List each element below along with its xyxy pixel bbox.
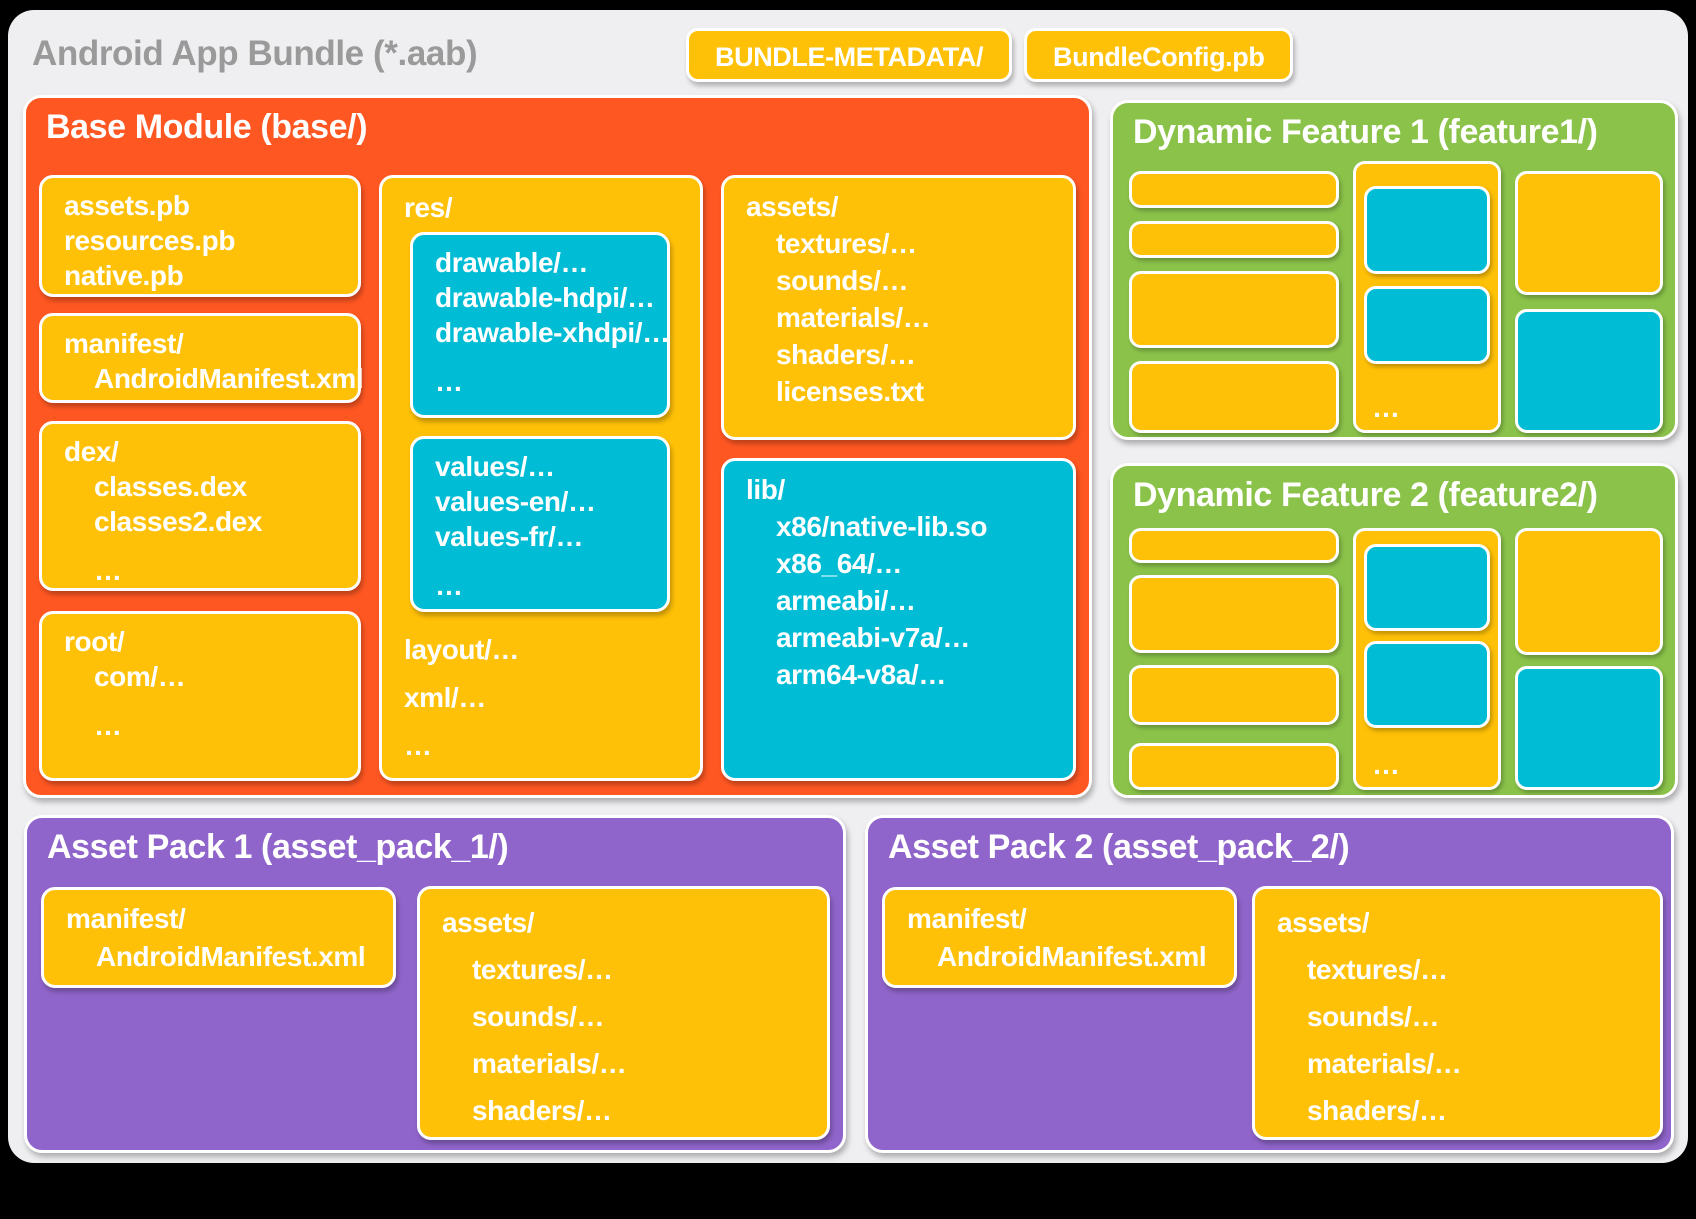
feature2-mini-box [1129,575,1339,653]
dir-arm64-v8a: arm64-v8a/… [776,659,946,690]
feature1-res-mini-box: … [1353,161,1501,433]
base-module-section: Base Module (base/) assets.pb resources.… [23,95,1092,798]
asset-pack-2-section: Asset Pack 2 (asset_pack_2/) manifest/ A… [865,815,1674,1153]
base-root-box: root/ com/… … [39,611,361,781]
dir-values: values/… [435,451,555,482]
feature2-mini-box [1515,528,1663,655]
base-module-title: Base Module (base/) [46,108,368,146]
dir-manifest: manifest/ [64,328,184,359]
dir-assets: assets/ [1277,907,1370,938]
feature1-mini-box [1129,271,1339,348]
dir-drawable-xhdpi: drawable-xhdpi/… [435,317,670,348]
file-classes-dex: classes.dex [94,471,247,502]
dir-armeabi: armeabi/… [776,585,916,616]
dynamic-feature-1-section: Dynamic Feature 1 (feature1/) … [1110,100,1678,440]
file-classes2-dex: classes2.dex [94,506,263,537]
res-drawable-box: drawable/… drawable-hdpi/… drawable-xhdp… [410,232,670,418]
feature2-mini-sub-box [1364,544,1490,631]
dir-textures: textures/… [472,954,613,985]
res-extra-dirs: layout/… xml/… … [404,626,519,770]
dir-shaders: shaders/… [776,339,916,370]
feature2-ellipsis: … [1372,749,1400,780]
dir-values-en: values-en/… [435,486,596,517]
asset-pack-1-manifest-box: manifest/ AndroidManifest.xml [41,887,396,988]
dir-sounds: sounds/… [1307,1001,1440,1032]
dir-sounds: sounds/… [472,1001,605,1032]
asset-pack-1-section: Asset Pack 1 (asset_pack_1/) manifest/ A… [24,815,846,1153]
res-values-box: values/… values-en/… values-fr/… … [410,436,670,612]
dir-shaders: shaders/… [472,1095,612,1126]
dir-com: com/… [94,661,186,692]
feature2-mini-box [1129,665,1339,725]
dir-root: root/ [64,626,125,657]
file-native-pb: native.pb [64,260,184,291]
asset-pack-2-assets-box: assets/ textures/… sounds/… materials/… … [1252,886,1663,1140]
res-ellipsis: … [404,730,432,761]
asset-pack-1-title: Asset Pack 1 (asset_pack_1/) [47,828,509,866]
dir-sounds: sounds/… [776,265,909,296]
feature1-ellipsis: … [1372,392,1400,423]
dir-x86-64: x86_64/… [776,548,903,579]
file-android-manifest: AndroidManifest.xml [96,941,366,972]
dir-assets: assets/ [442,907,535,938]
dir-drawable: drawable/… [435,247,589,278]
dir-materials: materials/… [472,1048,627,1079]
file-android-manifest: AndroidManifest.xml [94,363,364,394]
base-res-box: res/ drawable/… drawable-hdpi/… drawable… [379,175,703,781]
diagram-title: Android App Bundle (*.aab) [32,34,478,73]
feature1-mini-box [1515,171,1663,295]
base-lib-box: lib/ x86/native-lib.so x86_64/… armeabi/… [721,458,1076,781]
dir-textures: textures/… [1307,954,1448,985]
feature2-mini-box [1129,743,1339,790]
file-assets-pb: assets.pb [64,190,190,221]
feature2-mini-box [1129,528,1339,563]
dir-manifest: manifest/ [907,903,1027,934]
feature1-mini-box [1129,171,1339,208]
dir-xml: xml/… [404,682,487,713]
root-ellipsis: … [94,710,122,741]
bundle-metadata-chip: BUNDLE-METADATA/ [686,28,1013,82]
dir-res: res/ [404,192,453,223]
feature1-mini-box [1129,221,1339,258]
feature2-mini-box [1515,666,1663,790]
dynamic-feature-2-section: Dynamic Feature 2 (feature2/) … [1110,463,1678,798]
values-ellipsis: … [435,570,463,601]
dir-values-fr: values-fr/… [435,521,584,552]
base-assets-box: assets/ textures/… sounds/… materials/… … [721,175,1076,440]
dir-materials: materials/… [1307,1048,1462,1079]
file-x86-native-lib: x86/native-lib.so [776,511,988,542]
dynamic-feature-1-title: Dynamic Feature 1 (feature1/) [1133,113,1598,151]
dex-ellipsis: … [94,555,122,586]
feature1-mini-box [1129,361,1339,433]
dir-assets: assets/ [746,191,839,222]
base-manifest-box: manifest/ AndroidManifest.xml [39,313,364,403]
dir-lib: lib/ [746,474,785,505]
dir-manifest: manifest/ [66,903,186,934]
dir-shaders: shaders/… [1307,1095,1447,1126]
file-resources-pb: resources.pb [64,225,236,256]
feature1-mini-box [1515,309,1663,433]
asset-pack-1-assets-box: assets/ textures/… sounds/… materials/… … [417,886,830,1140]
bundle-card: Android App Bundle (*.aab) BUNDLE-METADA… [8,10,1688,1163]
bundle-config-chip: BundleConfig.pb [1024,28,1294,82]
file-android-manifest: AndroidManifest.xml [937,941,1207,972]
asset-pack-2-manifest-box: manifest/ AndroidManifest.xml [882,887,1237,988]
file-licenses-txt: licenses.txt [776,376,924,407]
feature1-mini-sub-box [1364,186,1490,274]
dir-textures: textures/… [776,228,917,259]
dir-layout: layout/… [404,634,520,665]
dir-materials: materials/… [776,302,931,333]
base-protobuf-files-box: assets.pb resources.pb native.pb [39,175,361,297]
dir-drawable-hdpi: drawable-hdpi/… [435,282,655,313]
feature2-res-mini-box: … [1353,528,1501,790]
feature2-mini-sub-box [1364,641,1490,728]
dynamic-feature-2-title: Dynamic Feature 2 (feature2/) [1133,476,1598,514]
feature1-mini-sub-box [1364,286,1490,364]
asset-pack-2-title: Asset Pack 2 (asset_pack_2/) [888,828,1350,866]
dir-dex: dex/ [64,436,119,467]
base-dex-box: dex/ classes.dex classes2.dex … [39,421,361,591]
dir-armeabi-v7a: armeabi-v7a/… [776,622,971,653]
drawable-ellipsis: … [435,366,463,397]
